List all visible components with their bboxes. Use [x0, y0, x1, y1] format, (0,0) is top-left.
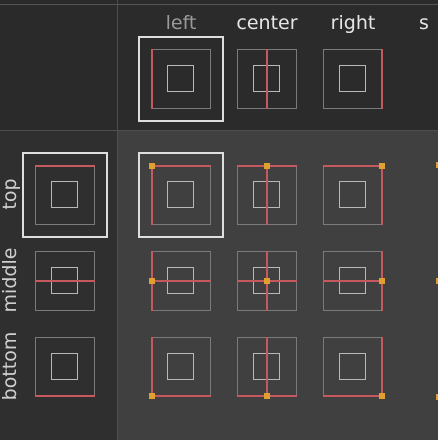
column-selection-highlight: [138, 36, 224, 122]
anchor-bottom-left[interactable]: [149, 337, 211, 399]
column-button-center[interactable]: [237, 49, 297, 109]
row-label-middle: middle: [0, 247, 21, 313]
anchor-dot: [149, 393, 155, 399]
row-header-panel: [0, 131, 117, 440]
horizontal-divider: [0, 130, 438, 131]
anchor-dot: [149, 278, 155, 284]
row-selection-highlight: [22, 152, 108, 238]
anchor-middle-right[interactable]: [323, 251, 385, 311]
anchor-top-left[interactable]: [149, 163, 211, 225]
column-button-left[interactable]: [151, 49, 211, 109]
row-button-bottom[interactable]: [35, 337, 95, 397]
top-divider: [0, 4, 438, 5]
row-label-top: top: [0, 178, 21, 210]
stretch-anchor-dot-bottom: [436, 394, 438, 400]
anchor-top-center[interactable]: [237, 163, 297, 225]
anchor-dot: [149, 163, 155, 169]
column-label-center: center: [236, 12, 298, 34]
anchor-grid: [118, 131, 438, 440]
anchor-middle-left[interactable]: [149, 251, 211, 311]
row-button-middle[interactable]: [35, 251, 95, 311]
anchor-top-right[interactable]: [323, 163, 385, 225]
anchor-dot: [264, 278, 270, 284]
column-label-left: left: [165, 12, 197, 34]
anchor-bottom-right[interactable]: [323, 337, 385, 399]
row-label-bottom: bottom: [0, 331, 21, 401]
stretch-anchor-dot-middle: [436, 278, 438, 284]
column-button-right[interactable]: [323, 49, 383, 109]
column-label-right: right: [330, 12, 376, 34]
anchor-middle-center[interactable]: [237, 251, 297, 311]
column-label-stretch: s: [419, 12, 429, 34]
stretch-anchor-dot-top: [436, 162, 438, 168]
anchor-dot: [264, 393, 270, 399]
corner-panel: [0, 0, 117, 131]
anchor-bottom-center[interactable]: [237, 337, 297, 399]
anchor-dot: [379, 163, 385, 169]
vertical-divider: [117, 0, 118, 440]
anchor-dot: [379, 393, 385, 399]
anchor-dot: [379, 278, 385, 284]
anchor-dot: [264, 163, 270, 169]
row-button-top[interactable]: [35, 165, 95, 225]
cell-selection-highlight: [138, 152, 224, 238]
